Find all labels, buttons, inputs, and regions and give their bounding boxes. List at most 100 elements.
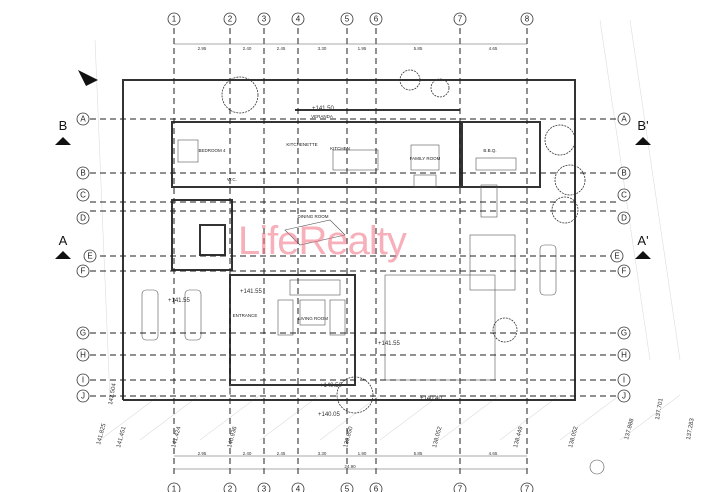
section-markers: B B' A A' bbox=[55, 118, 651, 259]
svg-text:5: 5 bbox=[345, 485, 350, 492]
svg-text:G: G bbox=[80, 329, 86, 338]
svg-text:+141.55: +141.55 bbox=[378, 341, 401, 347]
terrain-hatch bbox=[94, 19, 681, 441]
svg-text:+140.05: +140.05 bbox=[318, 412, 341, 418]
svg-text:5: 5 bbox=[345, 15, 350, 24]
svg-text:1.90: 1.90 bbox=[358, 451, 367, 456]
svg-text:4.65: 4.65 bbox=[489, 451, 498, 456]
svg-text:24.90: 24.90 bbox=[344, 464, 356, 469]
svg-text:DINING ROOM: DINING ROOM bbox=[298, 214, 329, 219]
svg-text:A: A bbox=[621, 115, 627, 124]
svg-text:D: D bbox=[621, 214, 627, 223]
svg-text:+140.50: +140.50 bbox=[320, 383, 343, 389]
svg-text:KITCHEN: KITCHEN bbox=[330, 146, 350, 151]
svg-text:1: 1 bbox=[172, 15, 177, 24]
svg-text:7: 7 bbox=[458, 485, 463, 492]
site-elevations: 142.504 141.825 141.451 141.424 140.936 … bbox=[96, 382, 696, 448]
svg-text:W.C.: W.C. bbox=[227, 177, 237, 182]
furniture bbox=[141, 139, 557, 341]
row-bubbles-right: A B C D E F G H I J bbox=[610, 112, 631, 403]
svg-text:H: H bbox=[80, 351, 86, 360]
svg-text:138.449: 138.449 bbox=[513, 425, 525, 448]
north-arrow-icon bbox=[78, 70, 98, 86]
svg-text:F: F bbox=[622, 267, 627, 276]
svg-text:4: 4 bbox=[296, 485, 301, 492]
svg-text:I: I bbox=[82, 376, 84, 385]
svg-text:1: 1 bbox=[172, 485, 177, 492]
svg-text:2.40: 2.40 bbox=[243, 46, 252, 51]
svg-text:+140.40: +140.40 bbox=[420, 396, 443, 402]
svg-text:6: 6 bbox=[374, 15, 379, 24]
svg-text:1.95: 1.95 bbox=[358, 46, 367, 51]
svg-text:B': B' bbox=[637, 118, 648, 133]
svg-text:3: 3 bbox=[262, 15, 267, 24]
column-bubbles-top: 1 2 3 4 5 6 7 8 bbox=[167, 12, 534, 26]
svg-text:2.45: 2.45 bbox=[277, 451, 286, 456]
svg-text:B.B.Q.: B.B.Q. bbox=[483, 148, 496, 153]
svg-text:3.30: 3.30 bbox=[318, 451, 327, 456]
svg-text:BEDROOM 4: BEDROOM 4 bbox=[198, 148, 226, 153]
svg-text:B: B bbox=[621, 169, 626, 178]
room-labels: VERANDA BEDROOM 4 KITCHENETTE KITCHEN FA… bbox=[198, 114, 496, 321]
svg-text:138.052: 138.052 bbox=[432, 425, 444, 448]
svg-text:142.504: 142.504 bbox=[108, 382, 118, 405]
svg-text:E: E bbox=[87, 252, 92, 261]
svg-text:6: 6 bbox=[374, 485, 379, 492]
svg-text:138.052: 138.052 bbox=[568, 425, 580, 448]
svg-text:B: B bbox=[80, 169, 85, 178]
svg-text:I: I bbox=[623, 376, 625, 385]
trees bbox=[221, 69, 586, 414]
column-bubbles-bottom: 1 2 3 4 5 6 7 7 bbox=[167, 482, 534, 492]
svg-text:LIVING ROOM: LIVING ROOM bbox=[298, 316, 328, 321]
svg-text:7: 7 bbox=[458, 15, 463, 24]
svg-text:B: B bbox=[59, 118, 68, 133]
svg-text:ENTRANCE: ENTRANCE bbox=[233, 313, 258, 318]
svg-text:140.936: 140.936 bbox=[227, 425, 239, 448]
svg-text:2: 2 bbox=[228, 15, 233, 24]
svg-text:137.888: 137.888 bbox=[624, 417, 636, 440]
svg-text:H: H bbox=[621, 351, 627, 360]
svg-text:5.85: 5.85 bbox=[414, 46, 423, 51]
site-boundary bbox=[122, 79, 576, 401]
svg-text:3: 3 bbox=[262, 485, 267, 492]
svg-text:J: J bbox=[622, 392, 626, 401]
svg-text:A': A' bbox=[637, 233, 648, 248]
svg-text:F: F bbox=[81, 267, 86, 276]
svg-text:2: 2 bbox=[228, 485, 233, 492]
svg-text:7: 7 bbox=[525, 485, 530, 492]
svg-text:137.283: 137.283 bbox=[686, 417, 696, 440]
svg-text:141.825: 141.825 bbox=[96, 422, 108, 445]
svg-text:D: D bbox=[80, 214, 86, 223]
svg-text:137.701: 137.701 bbox=[655, 397, 665, 420]
svg-text:J: J bbox=[81, 392, 85, 401]
svg-text:5.85: 5.85 bbox=[414, 451, 423, 456]
dimension-bottom: 2.95 2.40 2.45 3.30 1.90 5.85 4.65 24.90 bbox=[174, 451, 527, 470]
svg-text:E: E bbox=[614, 252, 619, 261]
svg-text:G: G bbox=[621, 329, 627, 338]
svg-text:+141.50: +141.50 bbox=[312, 106, 335, 112]
svg-text:A: A bbox=[80, 115, 86, 124]
svg-text:VERANDA: VERANDA bbox=[311, 114, 333, 119]
svg-text:4: 4 bbox=[296, 15, 301, 24]
svg-text:FAMILY ROOM: FAMILY ROOM bbox=[410, 156, 441, 161]
grid-lines bbox=[90, 28, 617, 478]
svg-text:KITCHENETTE: KITCHENETTE bbox=[286, 142, 317, 147]
svg-text:+141.55: +141.55 bbox=[240, 289, 263, 295]
svg-text:C: C bbox=[621, 191, 627, 200]
svg-text:3.30: 3.30 bbox=[318, 46, 327, 51]
svg-text:A: A bbox=[59, 233, 68, 248]
compass-circle bbox=[589, 459, 605, 475]
svg-text:2.95: 2.95 bbox=[198, 451, 207, 456]
svg-text:2.40: 2.40 bbox=[243, 451, 252, 456]
svg-text:C: C bbox=[80, 191, 86, 200]
level-markers: +141.50 +141.55 +141.55 +141.55 +140.50 … bbox=[168, 106, 443, 418]
svg-text:139.850: 139.850 bbox=[343, 425, 355, 448]
svg-text:2.95: 2.95 bbox=[198, 46, 207, 51]
svg-text:4.65: 4.65 bbox=[489, 46, 498, 51]
svg-text:141.424: 141.424 bbox=[171, 425, 183, 448]
svg-text:8: 8 bbox=[525, 15, 530, 24]
svg-text:+141.55: +141.55 bbox=[168, 298, 191, 304]
row-bubbles-left: A B C D E F G H I J bbox=[76, 112, 97, 403]
